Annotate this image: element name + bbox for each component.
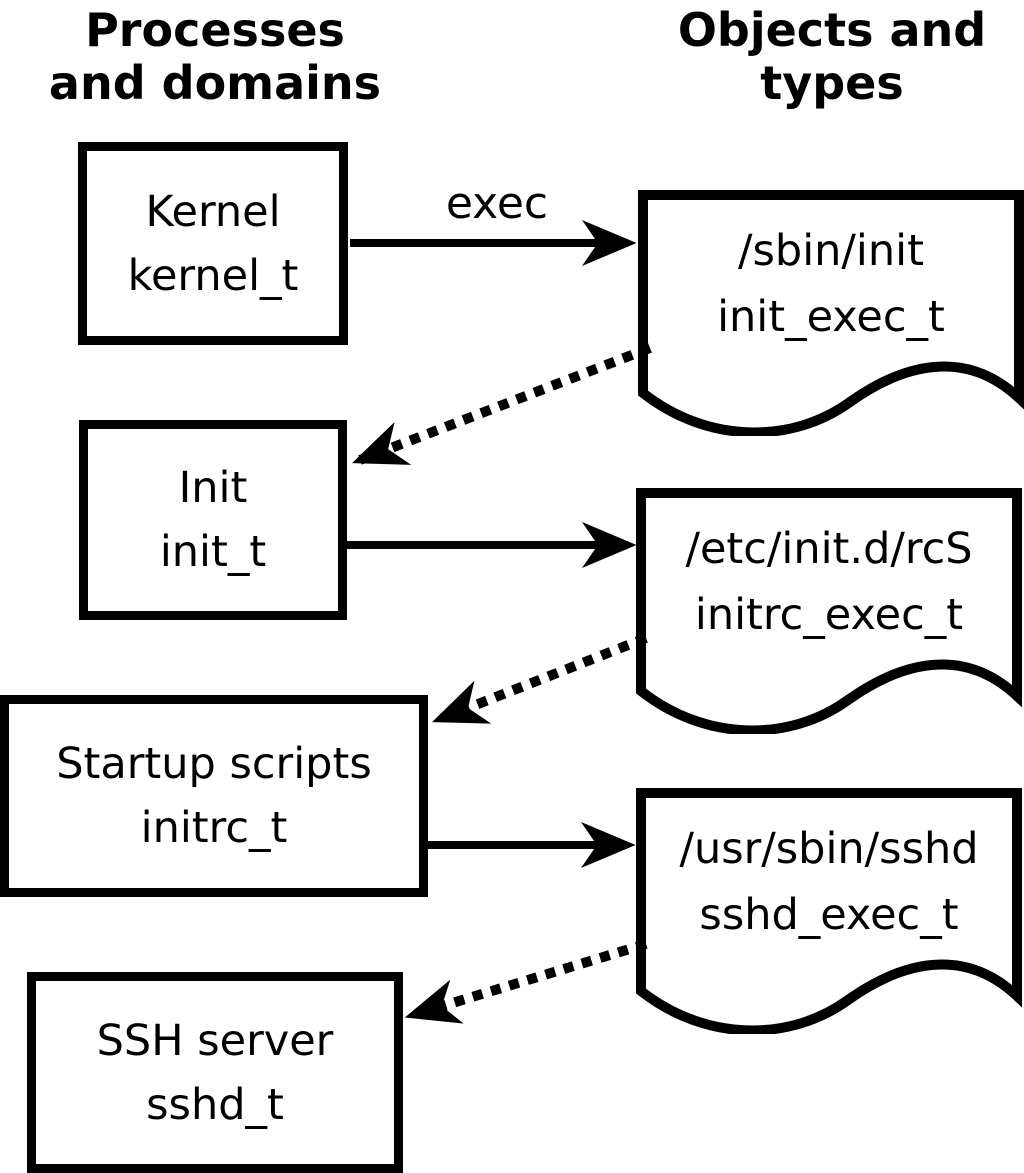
process-node-startup-scripts: Startup scripts initrc_t — [0, 695, 428, 897]
process-node-kernel: Kernel kernel_t — [78, 142, 348, 345]
document-shape-icon — [636, 788, 1022, 1034]
left-header-line1: Processes — [85, 3, 345, 57]
right-header-line1: Objects and — [677, 3, 987, 57]
object-path: /usr/sbin/sshd — [679, 824, 979, 874]
object-path: /sbin/init — [738, 226, 924, 276]
object-node-sbin-init: /sbin/init init_exec_t — [638, 190, 1024, 436]
object-path: /etc/init.d/rcS — [685, 524, 973, 574]
process-label: Init — [178, 463, 248, 513]
transition-arrow-initrc-exec-to-initrc — [431, 633, 648, 724]
right-header-line2: types — [760, 56, 904, 110]
process-label: Kernel — [145, 186, 281, 237]
right-column-header: Objects and types — [640, 4, 1024, 110]
document-shape-icon — [638, 190, 1024, 436]
process-node-init: Init init_t — [79, 420, 347, 620]
left-header-line2: and domains — [48, 56, 382, 110]
process-domain: init_t — [159, 527, 267, 577]
exec-edge-label: exec — [445, 178, 549, 229]
process-label: SSH server — [96, 1015, 334, 1066]
object-node-etc-initd-rcs: /etc/init.d/rcS initrc_exec_t — [636, 488, 1022, 734]
object-type: sshd_exec_t — [699, 890, 959, 940]
transition-arrow-sshd-exec-to-sshd — [404, 939, 648, 1024]
process-domain: initrc_t — [140, 803, 288, 853]
process-domain: sshd_t — [146, 1079, 284, 1130]
object-node-usr-sbin-sshd: /usr/sbin/sshd sshd_exec_t — [636, 788, 1022, 1034]
process-node-ssh-server: SSH server sshd_t — [27, 972, 403, 1173]
document-shape-icon — [636, 488, 1022, 734]
process-domain: kernel_t — [127, 250, 299, 301]
process-label: Startup scripts — [56, 739, 372, 789]
left-column-header: Processes and domains — [20, 4, 410, 110]
object-type: init_exec_t — [717, 292, 945, 342]
object-type: initrc_exec_t — [694, 590, 964, 640]
transition-arrow-init-exec-to-init — [351, 343, 652, 465]
